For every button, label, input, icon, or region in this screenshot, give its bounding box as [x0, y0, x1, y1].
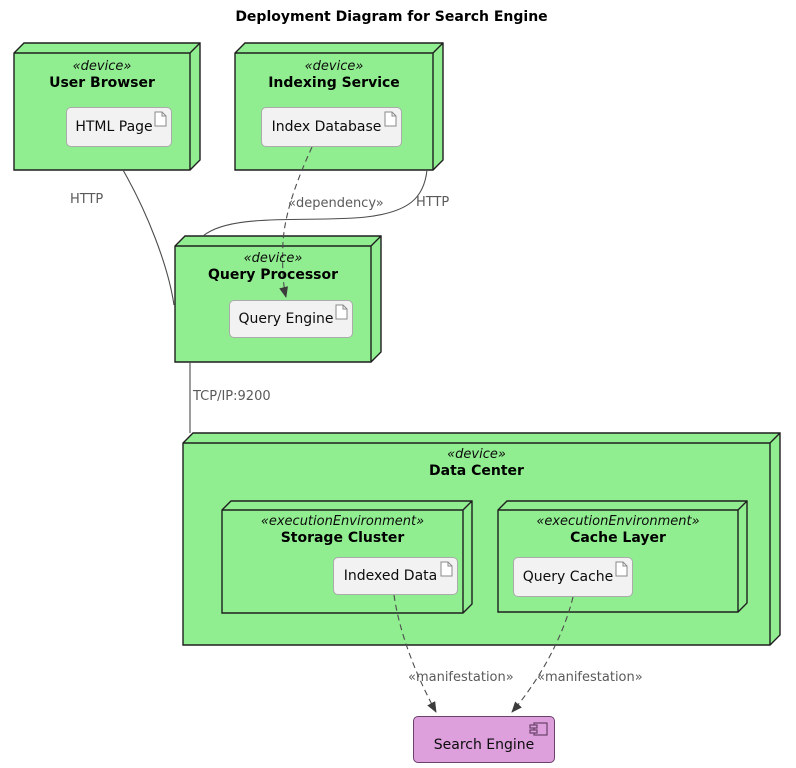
- artifact-indexed-data-label: Indexed Data: [343, 568, 438, 584]
- indexing-service-stereotype: «device»: [304, 59, 364, 74]
- cache-layer-stereotype: «executionEnvironment»: [536, 514, 700, 529]
- cache-layer-name: Cache Layer: [570, 530, 666, 546]
- artifact-query-engine-label: Query Engine: [238, 311, 334, 327]
- edge-index-database-to-query-engine: [279, 146, 313, 298]
- component-search-engine: Search Engine: [413, 716, 555, 763]
- data-center-stereotype: «device»: [447, 447, 506, 462]
- artifact-query-cache: Query Cache: [513, 557, 633, 597]
- component-icon: [529, 722, 548, 736]
- file-icon: [335, 304, 348, 320]
- artifact-indexed-data: Indexed Data: [333, 557, 458, 595]
- edge-label-manifestation-left: «manifestation»: [408, 670, 514, 685]
- edge-label-http-indexing-service: HTTP: [416, 195, 450, 210]
- diagram-title: Deployment Diagram for Search Engine: [235, 9, 548, 25]
- storage-cluster-stereotype: «executionEnvironment»: [260, 514, 425, 529]
- edge-user-browser-to-query-processor: [122, 169, 175, 306]
- edge-query-cache-to-search-engine: [511, 596, 574, 713]
- artifact-query-engine: Query Engine: [229, 300, 353, 338]
- user-browser-stereotype: «device»: [72, 59, 132, 74]
- component-search-engine-label: Search Engine: [433, 737, 535, 753]
- file-icon: [440, 561, 453, 577]
- artifact-html-page: HTML Page: [66, 107, 172, 147]
- artifact-index-database-label: Index Database: [271, 119, 382, 135]
- edge-indexed-data-to-search-engine: [393, 594, 437, 713]
- artifact-query-cache-label: Query Cache: [522, 569, 614, 585]
- artifact-html-page-label: HTML Page: [75, 119, 153, 135]
- storage-cluster-name: Storage Cluster: [280, 530, 405, 546]
- query-processor-name: Query Processor: [207, 267, 339, 283]
- user-browser-name: User Browser: [49, 75, 155, 91]
- file-icon: [615, 561, 628, 577]
- artifact-index-database: Index Database: [261, 107, 402, 147]
- edge-indexing-service-to-query-processor: [202, 169, 428, 237]
- edge-label-http-user-browser: HTTP: [70, 192, 104, 207]
- file-icon: [384, 111, 397, 127]
- data-center-name: Data Center: [429, 463, 524, 479]
- indexing-service-name: Indexing Service: [268, 75, 400, 91]
- edge-label-tcp-ip-9200: TCP/IP:9200: [193, 389, 271, 404]
- edge-label-dependency: «dependency»: [288, 196, 384, 211]
- file-icon: [154, 111, 167, 127]
- query-processor-stereotype: «device»: [243, 251, 303, 266]
- edge-label-manifestation-right: «manifestation»: [537, 670, 643, 685]
